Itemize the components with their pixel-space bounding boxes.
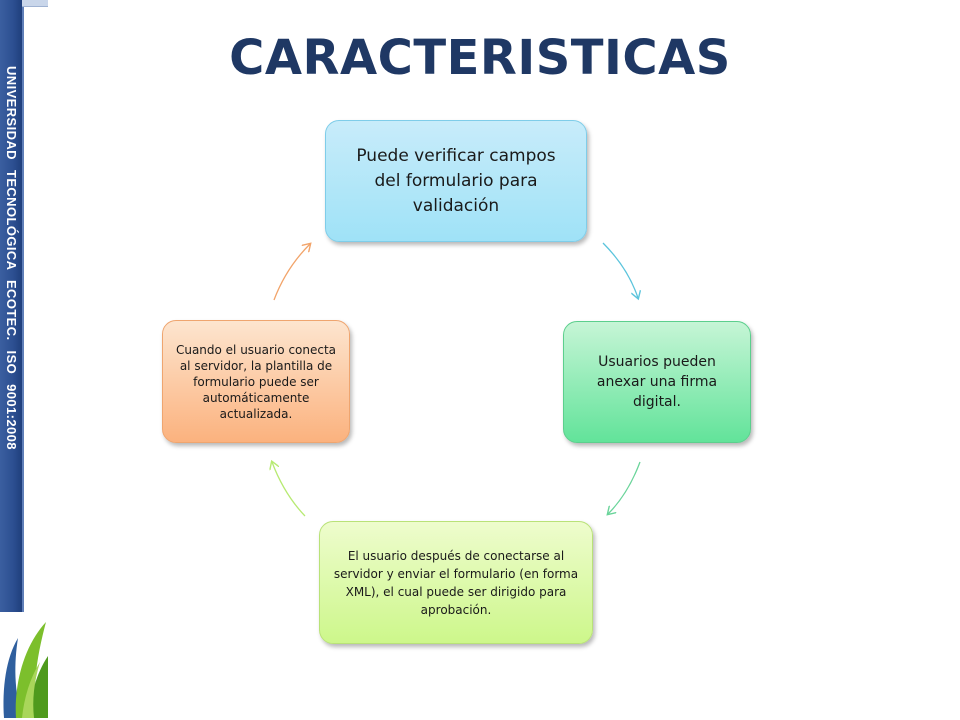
cycle-node-text: Puede verificar campos del formulario pa… (356, 145, 556, 216)
top-decoration (22, 0, 48, 7)
arrow-2-to-3 (608, 461, 641, 514)
arrow-4-to-1 (273, 244, 310, 301)
cycle-node-text: Cuando el usuario conecta al servidor, l… (175, 342, 337, 421)
arrow-1-to-2 (602, 242, 638, 298)
cycle-node-digital-signature: Usuarios pueden anexar una firma digital… (563, 321, 751, 443)
ecotec-leaf-logo-icon (0, 618, 50, 720)
cycle-node-template-update: Cuando el usuario conecta al servidor, l… (162, 320, 350, 443)
arrow-3-to-4 (272, 462, 306, 517)
side-banner: UNIVERSIDAD TECNOLÓGICA ECOTEC. ISO 9001… (0, 0, 24, 612)
cycle-node-approval: El usuario después de conectarse al serv… (319, 521, 593, 644)
banner-text: UNIVERSIDAD TECNOLÓGICA ECOTEC. ISO 9001… (4, 66, 19, 450)
page-title: CARACTERISTICAS (229, 30, 731, 86)
cycle-node-text: Usuarios pueden anexar una firma digital… (596, 354, 718, 410)
cycle-node-validation: Puede verificar campos del formulario pa… (325, 120, 587, 242)
cycle-node-text: El usuario después de conectarse al serv… (333, 548, 579, 617)
